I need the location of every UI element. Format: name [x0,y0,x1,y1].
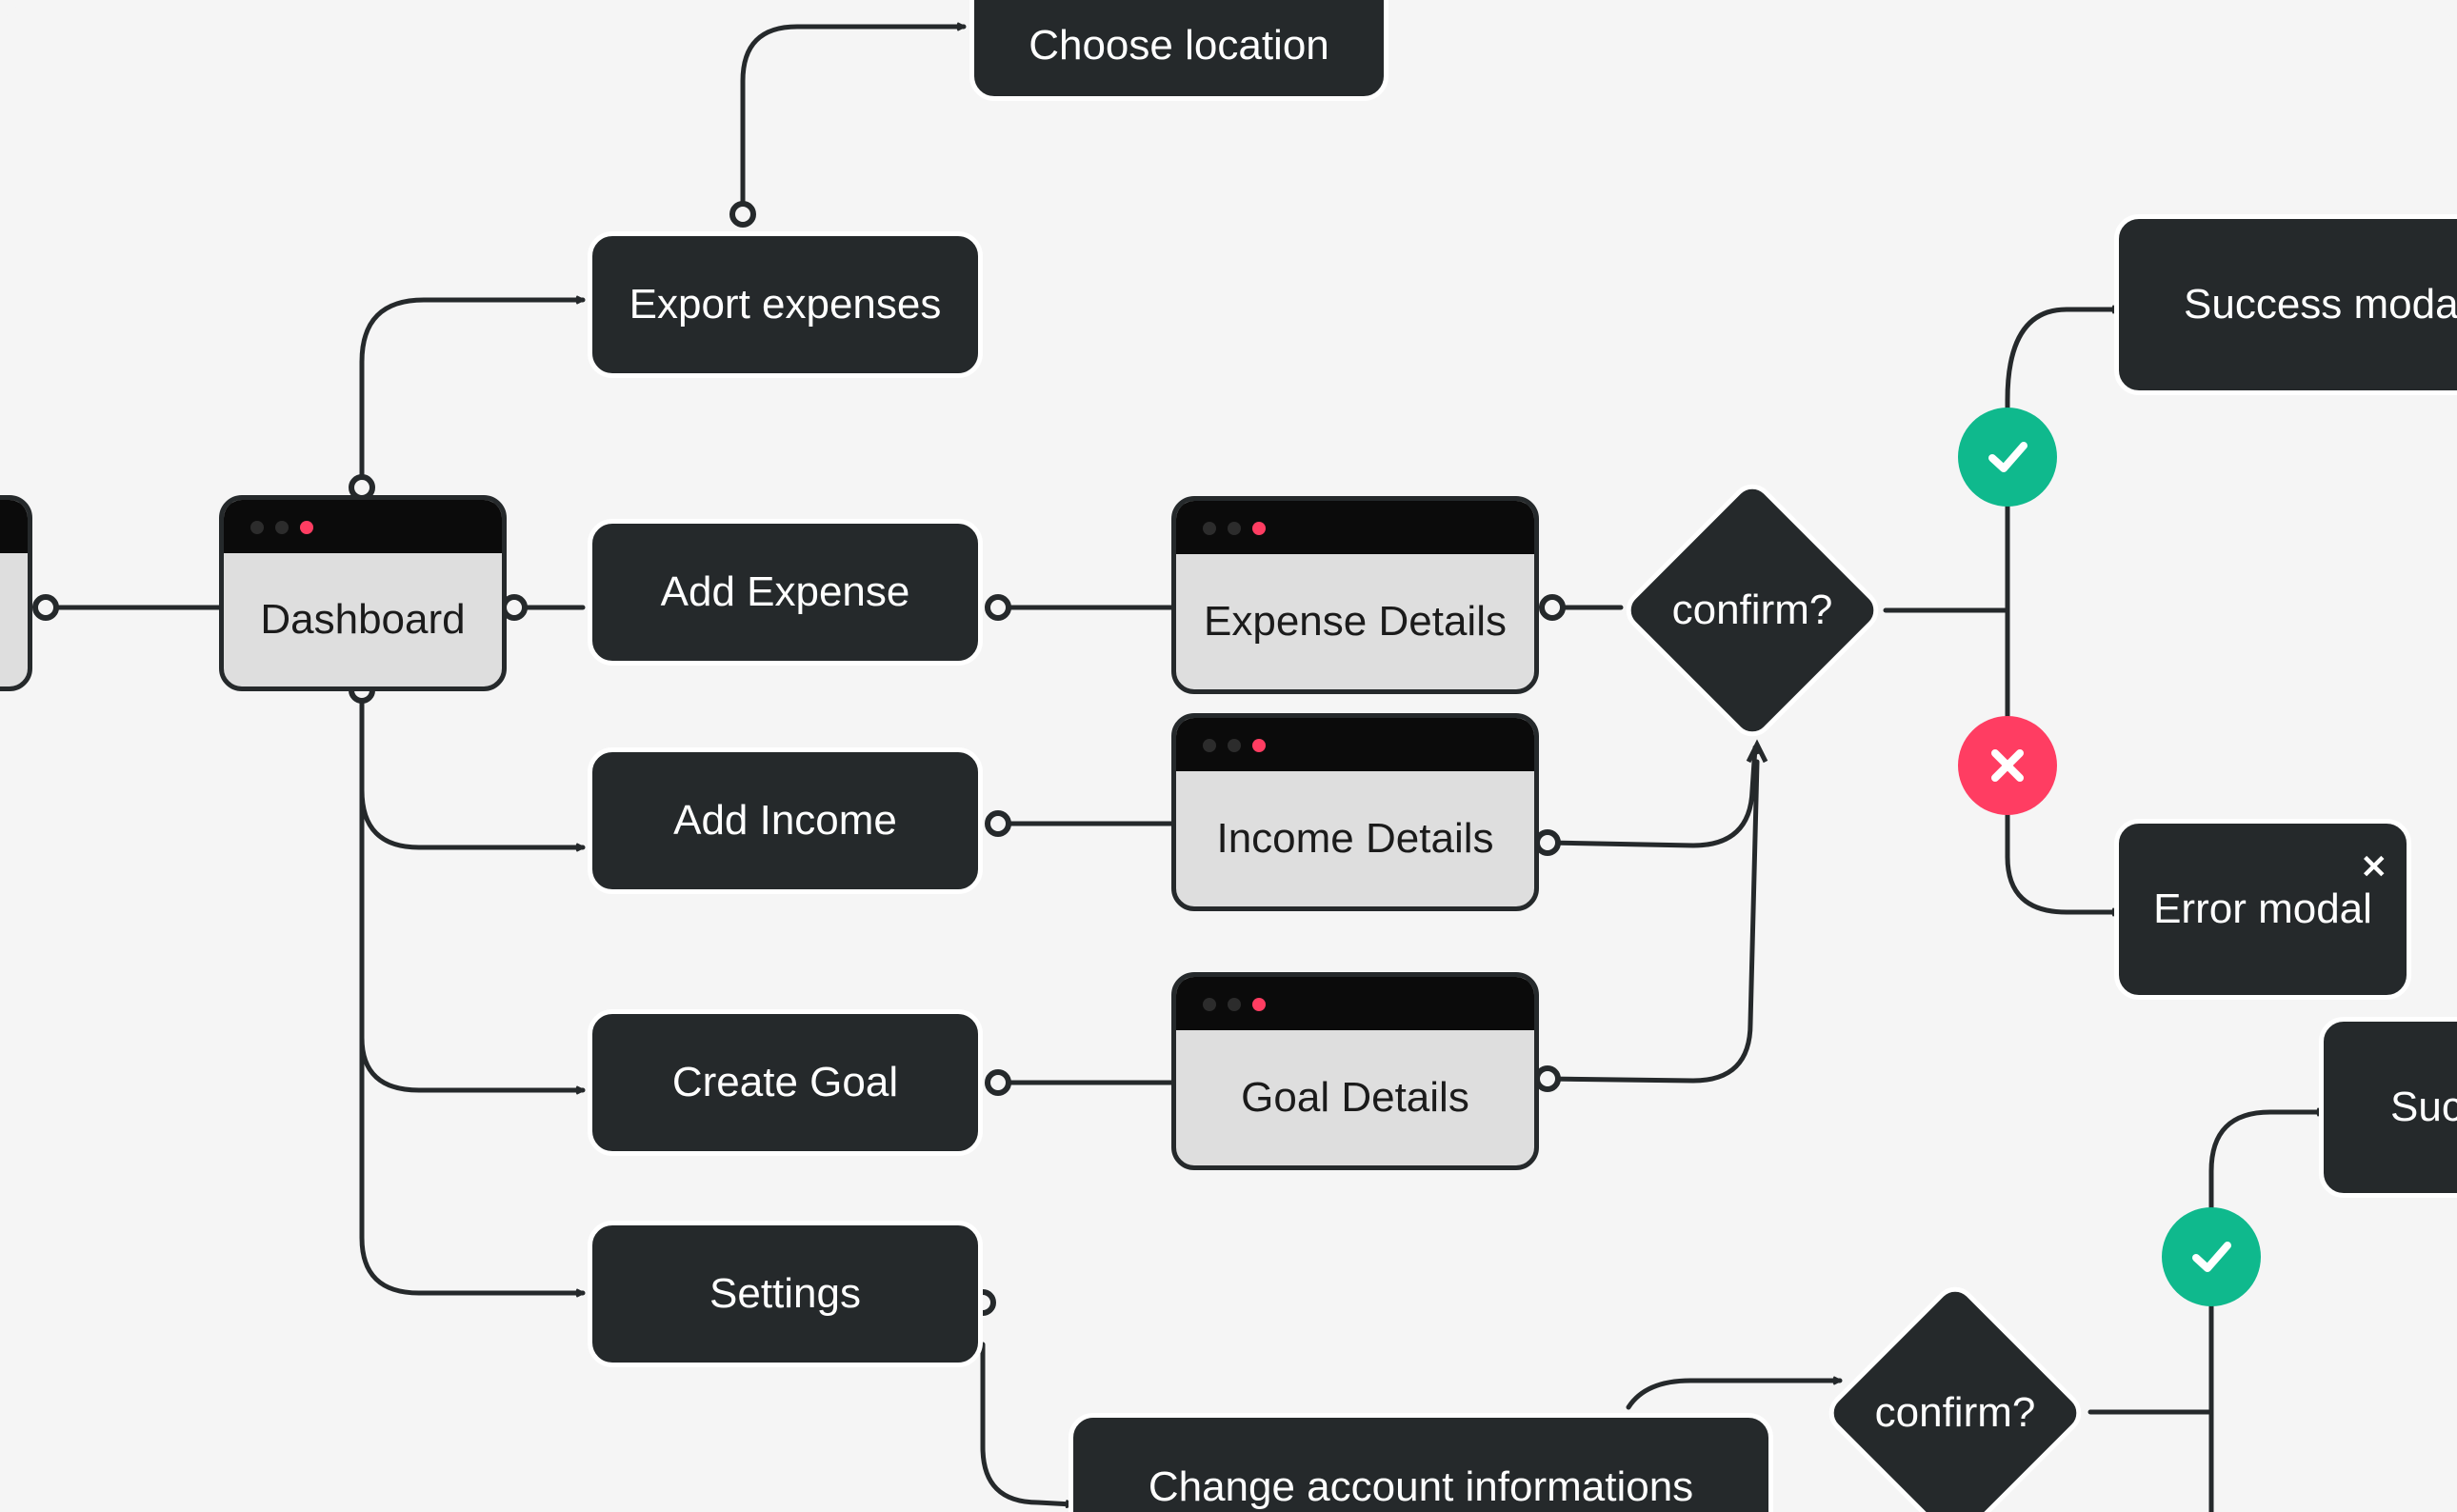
window-dot-icon [1203,522,1216,535]
dashboard-screen-node[interactable]: Dashboard [219,495,507,691]
success-check-2-icon [2162,1207,2261,1306]
settings-node[interactable]: Settings [588,1221,983,1367]
error-modal-node[interactable]: Error modal ✕ [2114,819,2411,1000]
port-income-details [1534,829,1561,856]
screen-titlebar [1176,501,1534,554]
dashboard-label: Dashboard [260,596,466,643]
choose-location-node[interactable]: Choose location [969,0,1388,101]
connector-dashboard-add-income [359,687,586,847]
income-details-screen-node[interactable]: Income Details [1171,713,1539,911]
add-income-node[interactable]: Add Income [588,747,983,894]
window-dot-icon [1228,739,1241,752]
window-dot-icon [1203,739,1216,752]
connector-income-confirm [1545,745,1755,848]
connector-export-choose-location [740,27,967,217]
port-add-income [985,810,1011,837]
window-dot-icon [250,521,264,534]
income-details-label: Income Details [1216,815,1494,862]
connector-confirm2-success [2208,1112,2327,1512]
port-goal-details [1534,1065,1561,1092]
window-dot-red-icon [1252,998,1266,1011]
offscreen-screen-node[interactable] [0,495,32,691]
success-modal-2-node[interactable]: Suc [2319,1017,2457,1198]
window-dot-icon [1228,998,1241,1011]
arrowhead-goal-confirm [1746,739,1768,764]
change-account-node[interactable]: Change account informations [1069,1413,1773,1512]
close-icon[interactable]: ✕ [2360,849,2388,885]
connector-dashboard-export [359,300,586,490]
port-create-goal [985,1069,1011,1096]
confirm-decision-label: confirm? [1671,587,1833,633]
port-dashboard-right [501,594,528,621]
connector-split-error [2005,854,2122,912]
port-export-top [729,201,756,228]
window-dot-icon [1228,522,1241,535]
screen-titlebar [1176,977,1534,1030]
window-dot-red-icon [1252,522,1266,535]
error-modal-label: Error modal [2153,885,2372,932]
port-add-expense [985,594,1011,621]
port-expense-details [1539,594,1566,621]
goal-details-label: Goal Details [1241,1074,1469,1121]
export-expenses-node[interactable]: Export expenses [588,231,983,378]
window-dot-icon [275,521,289,534]
connector-split-success [2005,309,2122,403]
error-x-icon [1958,716,2057,815]
success-modal-node[interactable]: Success modal [2114,214,2457,395]
create-goal-node[interactable]: Create Goal [588,1009,983,1156]
screen-titlebar [1176,718,1534,771]
window-dot-red-icon [1252,739,1266,752]
connector-dashboard-settings [359,687,586,1293]
connector-dashboard-create-goal [359,687,586,1090]
add-expense-node[interactable]: Add Expense [588,519,983,666]
screen-titlebar [224,500,502,553]
expense-details-screen-node[interactable]: Expense Details [1171,496,1539,694]
connector-goal-confirm [1545,759,1760,1084]
expense-details-label: Expense Details [1204,598,1507,645]
connector-settings-change-account [980,1342,1075,1504]
goal-details-screen-node[interactable]: Goal Details [1171,972,1539,1170]
confirm-decision-2-label: confirm? [1874,1389,2036,1436]
connector-change-account-confirm2 [1626,1381,1843,1410]
screen-titlebar [0,500,28,553]
success-check-icon [1958,408,2057,507]
window-dot-icon [1203,998,1216,1011]
window-dot-red-icon [300,521,313,534]
port-left-screen [32,594,59,621]
